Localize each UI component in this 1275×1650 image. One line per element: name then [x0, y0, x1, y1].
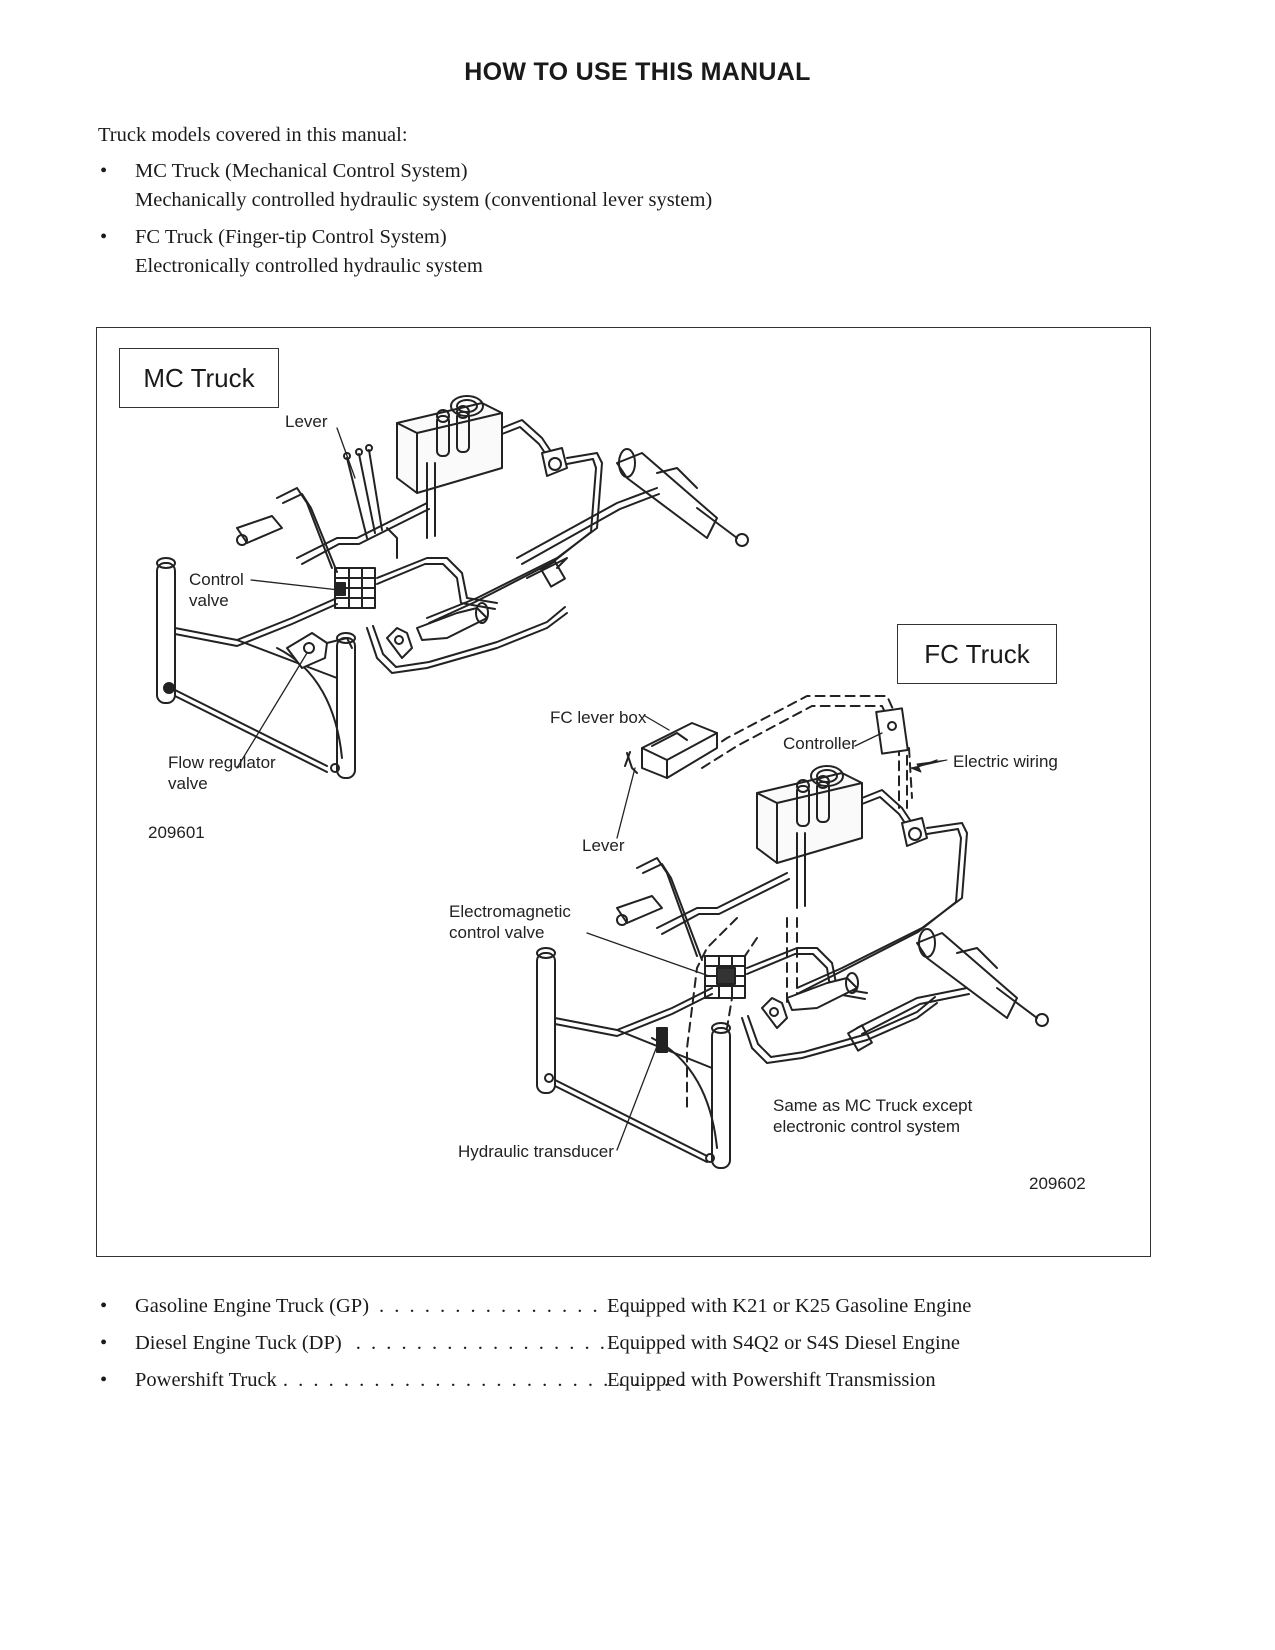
- bullet: •: [100, 1295, 108, 1317]
- label-same-as-mc-truck: Same as MC Truck except electronic contr…: [773, 1096, 973, 1136]
- intro-text: Truck models covered in this manual:: [98, 124, 408, 146]
- hydraulic-system-figure: MC Truck FC Truck Lever Control valve Fl…: [96, 327, 1151, 1257]
- mc-truck-tag: MC Truck: [119, 348, 279, 408]
- spec-name: Powershift Truck: [135, 1369, 277, 1391]
- bullet: •: [100, 160, 108, 182]
- page-title: HOW TO USE THIS MANUAL: [464, 58, 811, 86]
- spec-row-gasoline: Gasoline Engine Truck (GP) . . . . . . .…: [135, 1292, 1135, 1321]
- label-control-valve: Control valve: [189, 570, 244, 610]
- bullet: •: [100, 1332, 108, 1354]
- label-lever-fc: Lever: [582, 836, 625, 855]
- model-fc-desc: Electronically controlled hydraulic syst…: [135, 255, 483, 277]
- label-fc-lever-box: FC lever box: [550, 708, 647, 727]
- bullet: •: [100, 1369, 108, 1391]
- fc-truck-illustration: [536, 695, 1049, 1169]
- spec-name: Gasoline Engine Truck (GP): [135, 1295, 370, 1317]
- spec-row-diesel: Diesel Engine Tuck (DP) . . . . . . . . …: [135, 1329, 1135, 1358]
- label-hydraulic-transducer: Hydraulic transducer: [458, 1142, 614, 1161]
- spec-desc: Equipped with K21 or K25 Gasoline Engine: [607, 1295, 972, 1317]
- model-mc-desc: Mechanically controlled hydraulic system…: [135, 189, 713, 211]
- label-electromagnetic-control-valve: Electromagnetic control valve: [449, 902, 571, 942]
- figure-number-fc: 209602: [1029, 1174, 1086, 1193]
- spec-desc: Equipped with S4Q2 or S4S Diesel Engine: [607, 1332, 961, 1354]
- model-mc-name: MC Truck (Mechanical Control System): [135, 160, 468, 182]
- arrow-icon: [910, 759, 948, 773]
- label-flow-regulator-valve: Flow regulator valve: [168, 753, 276, 793]
- figure-number-mc: 209601: [148, 823, 205, 842]
- model-fc-name: FC Truck (Finger-tip Control System): [135, 226, 447, 248]
- bullet: •: [100, 226, 108, 248]
- spec-dots: . . . . . . . . . . . . . . . . . . . .: [355, 1332, 654, 1354]
- spec-name: Diesel Engine Tuck (DP): [135, 1332, 342, 1354]
- spec-row-powershift: Powershift Truck . . . . . . . . . . . .…: [135, 1366, 1135, 1395]
- mc-truck-illustration: [156, 395, 749, 779]
- spec-desc: Equipped with Powershift Transmission: [607, 1369, 936, 1391]
- label-electric-wiring: Electric wiring: [953, 752, 1058, 771]
- hydraulic-diagram-illustration: [156, 395, 1049, 1169]
- spec-dots: . . . . . . . . . . . . . . . . . . . . …: [282, 1369, 687, 1391]
- label-controller: Controller: [783, 734, 857, 753]
- spec-dots: . . . . . . . . . . . . . . . . . .: [379, 1295, 646, 1317]
- label-lever-mc: Lever: [285, 412, 328, 431]
- fc-truck-tag: FC Truck: [897, 624, 1057, 684]
